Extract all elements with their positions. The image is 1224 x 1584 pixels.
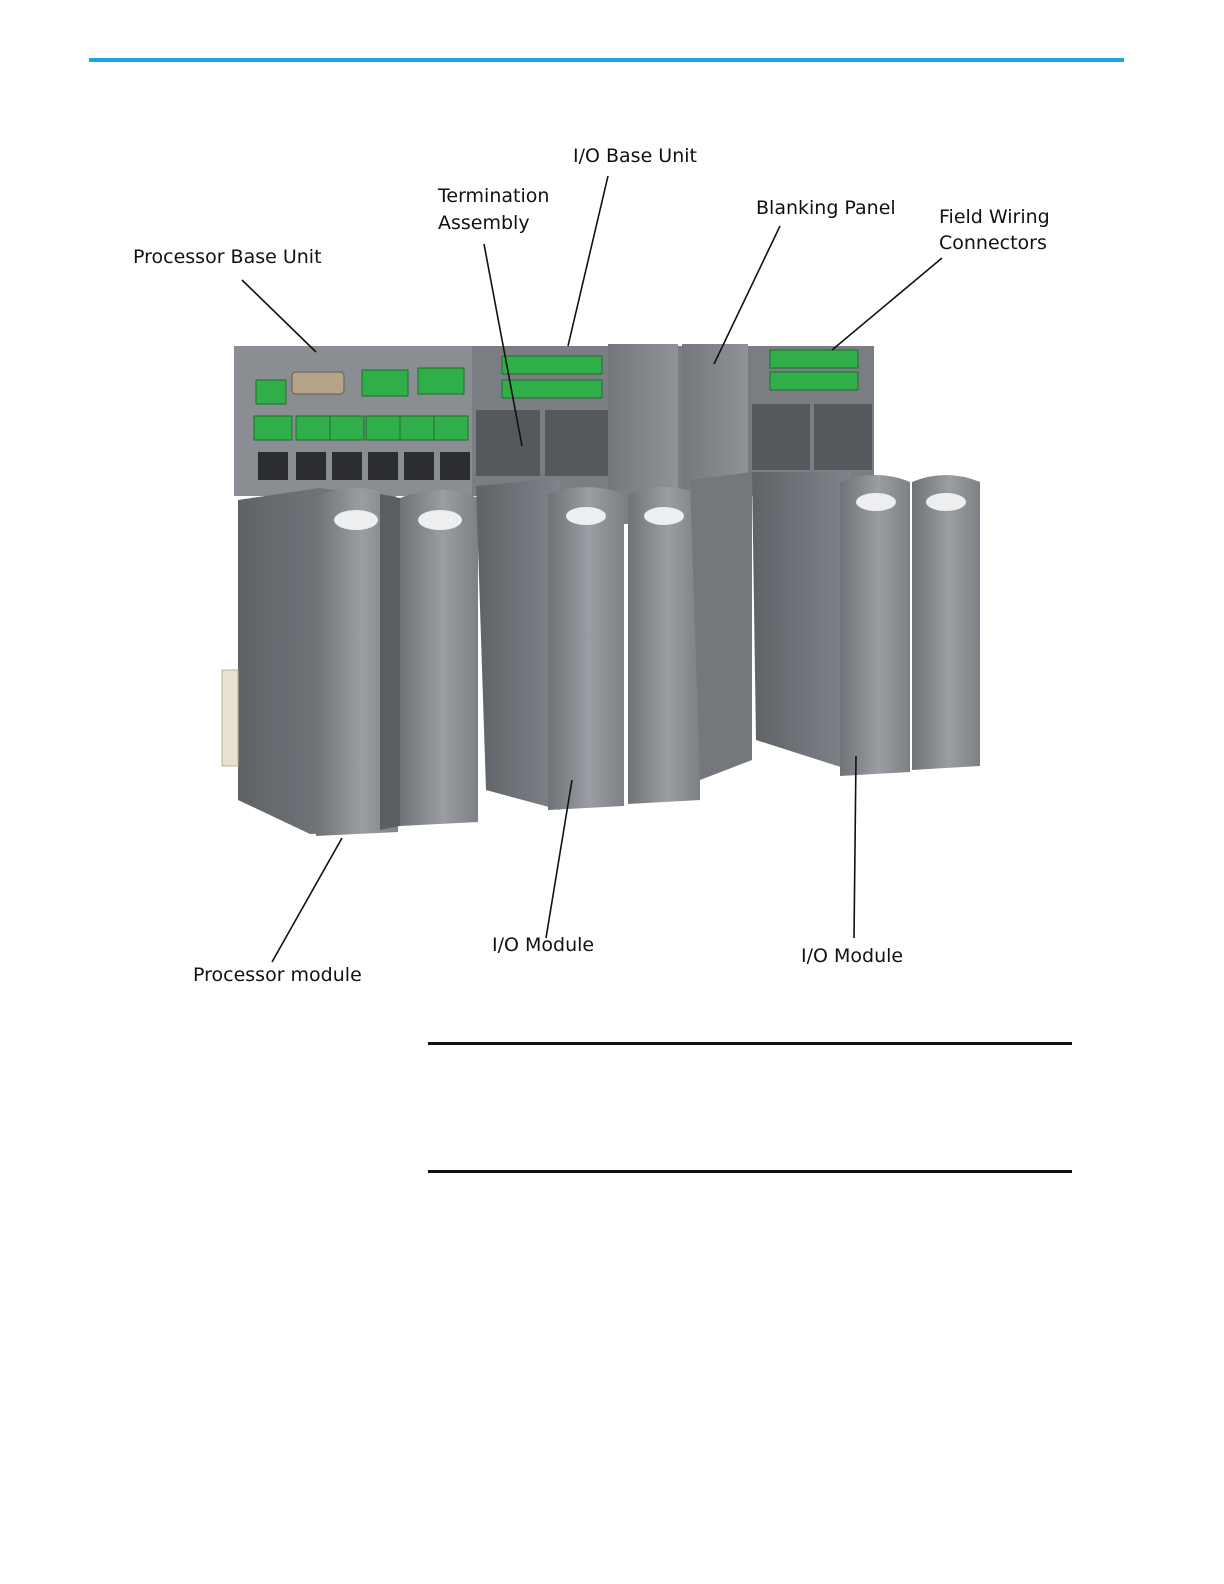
io-modules-right — [752, 472, 980, 776]
label-termination-assembly-line2: Assembly — [438, 210, 530, 237]
label-termination-assembly-line1: Termination — [438, 183, 549, 210]
label-field-wiring-line1: Field Wiring — [939, 204, 1050, 231]
system-hardware-figure: I/O Base Unit Termination Assembly Blank… — [0, 0, 1224, 1000]
label-io-base-unit: I/O Base Unit — [573, 143, 697, 170]
processor-modules — [222, 488, 478, 836]
label-io-module-right: I/O Module — [801, 943, 903, 970]
label-io-module-center: I/O Module — [492, 932, 594, 959]
label-processor-base-unit: Processor Base Unit — [133, 244, 322, 271]
label-field-wiring-line2: Connectors — [939, 230, 1047, 257]
label-processor-module: Processor module — [193, 962, 362, 989]
table-top-rule — [428, 1042, 1072, 1045]
table-bottom-rule — [428, 1170, 1072, 1173]
label-blanking-panel: Blanking Panel — [756, 195, 896, 222]
io-modules-center — [476, 472, 752, 810]
serial-connector — [292, 372, 344, 394]
